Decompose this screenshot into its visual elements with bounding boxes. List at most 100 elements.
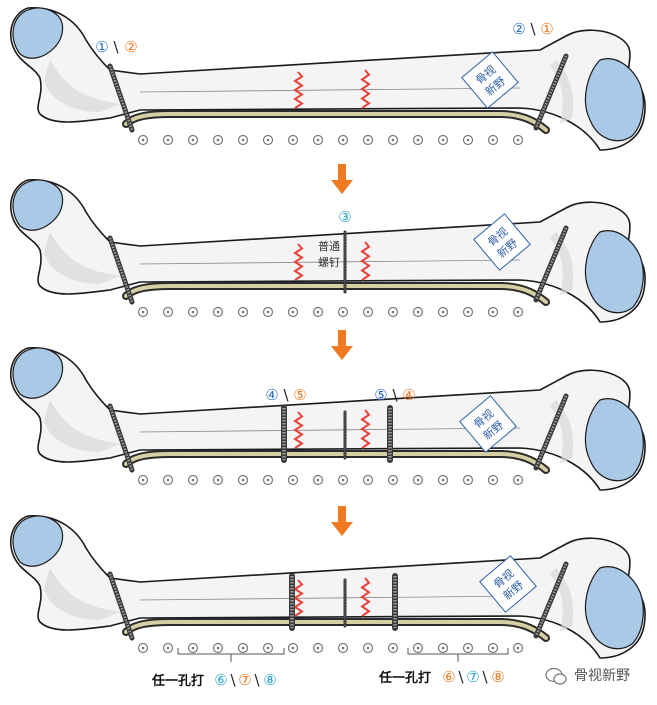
label-2-left: ②: [124, 38, 137, 56]
caption-right-6: ⑥: [442, 668, 455, 686]
watermark-stamp: 骨视新野: [459, 395, 517, 453]
screw-hole-center: [441, 138, 445, 142]
fracture-line-right: [360, 69, 371, 109]
screw-hole-center: [391, 310, 395, 314]
screw-hole-center: [391, 646, 395, 650]
label-sep: \: [530, 20, 536, 38]
label-sep: \: [283, 386, 289, 404]
caption-sep: \: [254, 671, 260, 689]
screw-hole-center: [341, 646, 345, 650]
distal-screw: [533, 561, 569, 639]
screw-hole-center: [416, 646, 420, 650]
stamp-frame: [473, 213, 531, 271]
screw-hole-center: [416, 138, 420, 142]
caption-sep: \: [458, 668, 464, 686]
distal-screw: [533, 53, 569, 131]
wechat-icon: [545, 667, 567, 685]
plate-holes: [137, 474, 524, 486]
label-2-right: ②: [512, 20, 525, 38]
down-arrow-icon: [331, 164, 353, 194]
femur-bone: [9, 347, 646, 491]
label-4-left: ④: [265, 386, 278, 404]
label-3: ③: [338, 208, 351, 226]
screw-hole-center: [391, 138, 395, 142]
femur-panel-4: 骨视新野: [9, 515, 646, 659]
screw-hole-center: [191, 478, 195, 482]
watermark-stamp: 骨视新野: [473, 213, 531, 271]
screw-hole-center: [141, 138, 145, 142]
screw-hole-center: [216, 310, 220, 314]
screw-hole-center: [491, 478, 495, 482]
fracture-line-right: [360, 409, 371, 449]
screw-hole-center: [316, 310, 320, 314]
proximal-screw: [107, 235, 135, 305]
screw-hole-center: [366, 310, 370, 314]
distal-screw: [533, 393, 569, 471]
caption-sep: \: [230, 671, 236, 689]
fracture-line-right: [360, 241, 371, 281]
screw-hole-center: [391, 478, 395, 482]
screw-hole-center: [216, 646, 220, 650]
screw-hole-center: [516, 138, 520, 142]
screw-hole-center: [341, 138, 345, 142]
footer-brand: 骨视新野: [545, 667, 630, 685]
label-sep: \: [392, 386, 398, 404]
plate-holes: [137, 306, 524, 318]
caption-sep: \: [482, 668, 488, 686]
label-sep: \: [113, 38, 119, 56]
stamp-frame: [459, 395, 517, 453]
screw-hole-center: [316, 646, 320, 650]
screw-hole-center: [141, 646, 145, 650]
down-arrow-icon: [331, 330, 353, 360]
screw-hole-center: [266, 138, 270, 142]
screw-hole-center: [241, 138, 245, 142]
caption-right-text: 任一孔打: [378, 670, 431, 686]
bracket-left: [177, 648, 285, 662]
screw-hole-center: [416, 310, 420, 314]
fracture-line-right: [360, 577, 371, 617]
screw-hole-center: [416, 478, 420, 482]
caption-left-8: ⑧: [263, 671, 276, 689]
fracture-line-left: [293, 243, 304, 281]
screw-hole-center: [316, 478, 320, 482]
screw-hole-center: [316, 138, 320, 142]
screw-hole-center: [491, 646, 495, 650]
screw-hole-center: [141, 478, 145, 482]
stamp-frame: [479, 555, 537, 613]
screw-hole-center: [441, 646, 445, 650]
fracture-line-left: [293, 411, 304, 449]
screw-hole-center: [291, 310, 295, 314]
stamp-frame: [461, 51, 519, 109]
screw-hole-center: [191, 138, 195, 142]
femur-bone: [9, 515, 646, 659]
screw-hole-center: [241, 478, 245, 482]
plate-holes: [137, 134, 524, 146]
caption-right-7: ⑦: [466, 668, 479, 686]
screw-hole-center: [166, 310, 170, 314]
label-4-right: ④: [402, 386, 415, 404]
screw-hole-center: [166, 478, 170, 482]
screw-hole-center: [516, 646, 520, 650]
locking-plate: [126, 622, 546, 638]
screw-hole-center: [216, 138, 220, 142]
screw-hole-center: [266, 310, 270, 314]
fracture-line-left: [293, 71, 304, 109]
screw-hole-center: [291, 138, 295, 142]
screw-text-2: 螺钉: [318, 256, 340, 269]
screw-hole-center: [366, 646, 370, 650]
bracket-right: [407, 648, 509, 662]
screw-hole-center: [341, 310, 345, 314]
plate-holes: [137, 642, 524, 654]
label-1-right: ①: [540, 20, 553, 38]
distal-screw: [533, 225, 569, 303]
screw-hole-center: [341, 478, 345, 482]
screw-hole-center: [516, 478, 520, 482]
watermark-stamp: 骨视新野: [461, 51, 519, 109]
proximal-screw: [107, 63, 135, 133]
screw-hole-center: [366, 478, 370, 482]
locking-plate: [126, 114, 546, 130]
label-1-left: ①: [95, 38, 108, 56]
